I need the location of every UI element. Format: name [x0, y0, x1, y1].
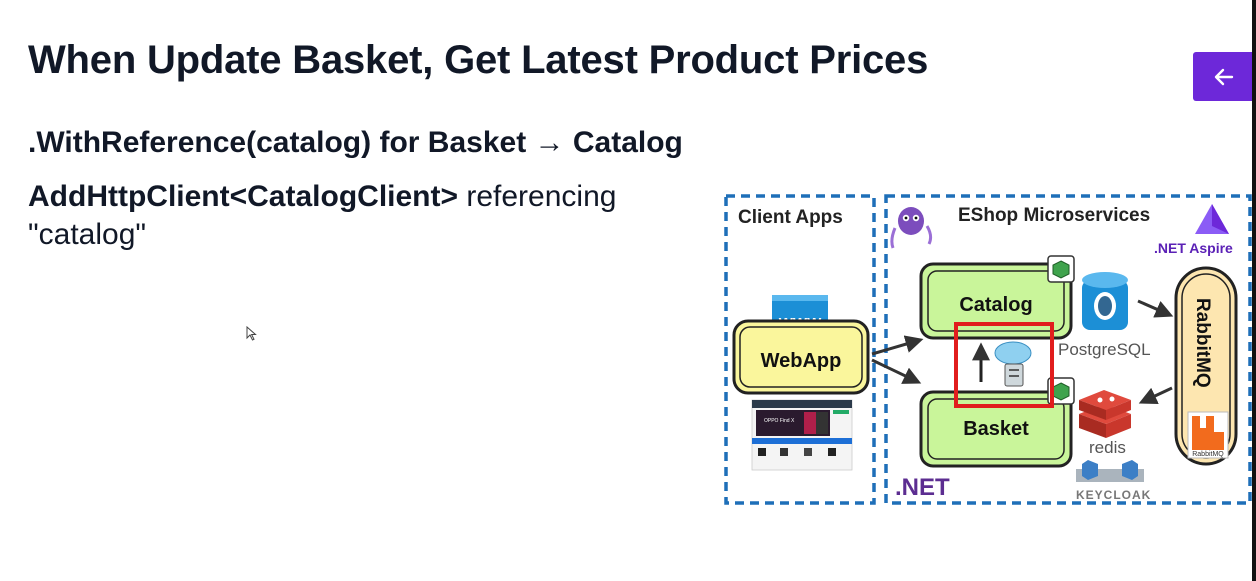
client-apps-label: Client Apps — [738, 207, 843, 228]
client-apps-panel — [724, 194, 876, 505]
dotnet-bot-icon — [890, 207, 933, 249]
dotnet-label: .NET — [895, 474, 950, 501]
arrow-postgres-rabbitmq — [1137, 299, 1174, 318]
eshop-label: EShop Microservices — [958, 205, 1150, 226]
rabbitmq-label: RabbitMQ — [1192, 298, 1213, 388]
keycloak-icon — [1076, 460, 1144, 482]
catalog-label: Catalog — [959, 294, 1032, 316]
postgresql-icon — [1082, 272, 1128, 330]
arrow-left-icon — [1214, 68, 1233, 85]
highlight-box — [954, 322, 1054, 408]
catalog-box — [919, 262, 1073, 340]
mini-site-banner: OPPO Find X — [764, 418, 795, 424]
with-reference-line: .WithReference(catalog) for Basket → Cat… — [28, 126, 683, 159]
add-http-client-line: AddHttpClient<CatalogClient> referencing… — [28, 178, 668, 254]
redis-label: redis — [1089, 438, 1126, 457]
keycloak-label: KEYCLOAK — [1076, 488, 1151, 502]
catalog-container-icon — [1047, 255, 1075, 283]
webapp-box — [732, 319, 870, 395]
website-thumbnail — [751, 399, 853, 471]
basket-container-icon — [1047, 377, 1075, 405]
add-http-client-rest: referencing "catalog" — [28, 180, 617, 251]
basket-label: Basket — [963, 418, 1029, 440]
window-edge — [1252, 0, 1256, 581]
basket-box — [919, 390, 1073, 468]
rabbitmq-logo-text: RabbitMQ — [1192, 451, 1224, 458]
cloud-sync-icon — [994, 341, 1032, 387]
redis-icon — [1079, 390, 1131, 438]
arrow-webapp-basket — [871, 358, 922, 384]
webapp-label: WebApp — [761, 350, 842, 372]
dotnet-aspire-icon — [1195, 204, 1229, 234]
architecture-diagram: Client Apps EShop Microservices .NET Asp… — [724, 194, 1252, 505]
postgresql-label: PostgreSQL — [1058, 340, 1151, 359]
back-button[interactable] — [1193, 52, 1254, 101]
add-http-client-code: AddHttpClient<CatalogClient> — [28, 180, 459, 213]
rabbitmq-logo-icon — [1187, 411, 1229, 459]
mouse-cursor-icon — [246, 326, 257, 341]
arrow-rabbitmq-redis — [1138, 386, 1173, 405]
slide-title: When Update Basket, Get Latest Product P… — [28, 38, 929, 82]
aspire-label: .NET Aspire — [1154, 240, 1233, 256]
arrow-webapp-catalog — [871, 335, 924, 356]
